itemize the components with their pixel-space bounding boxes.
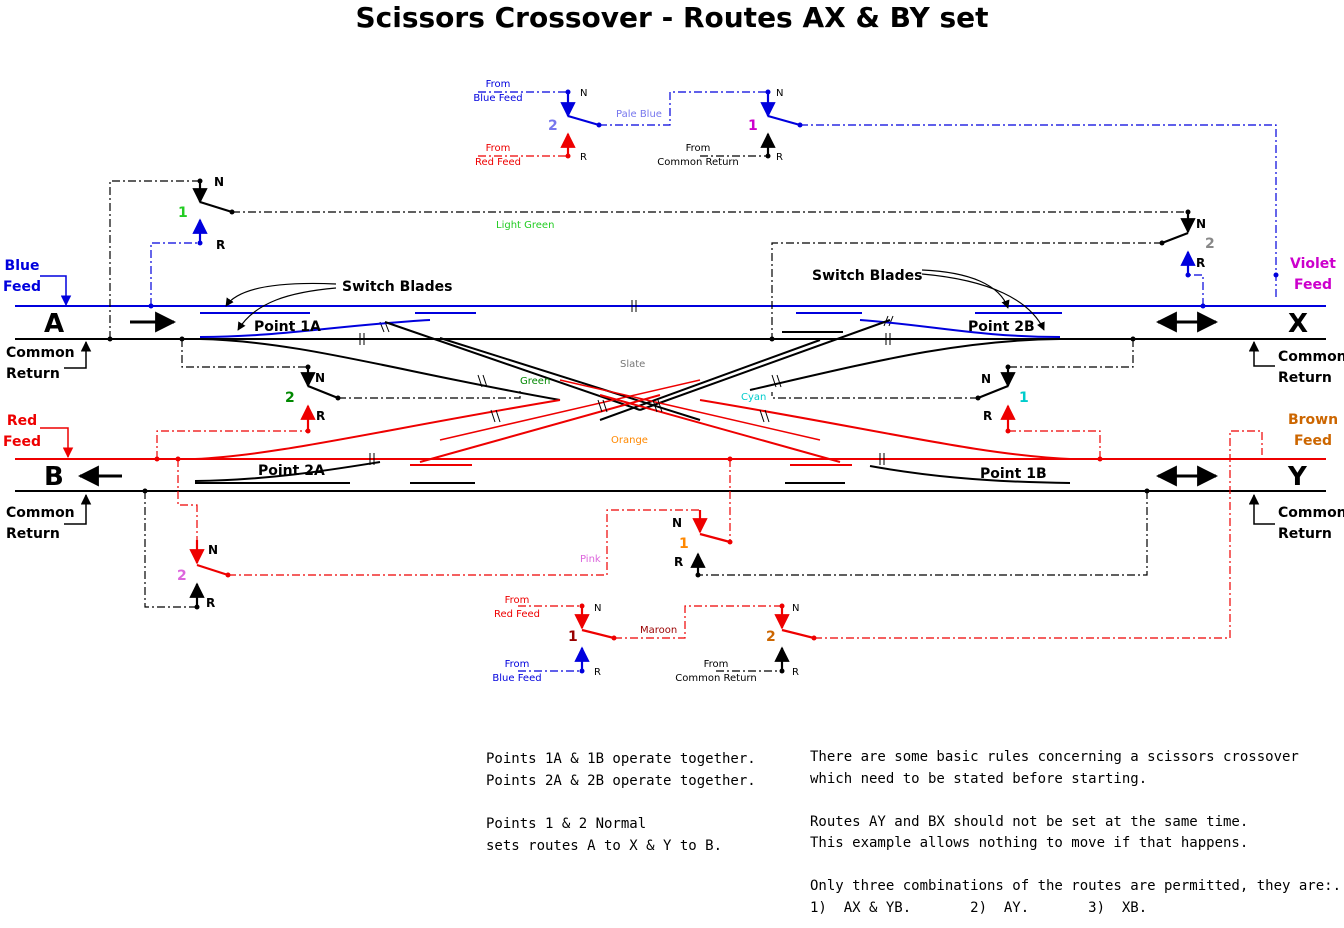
svg-text:From: From [486,143,511,154]
svg-text:2: 2 [766,629,776,645]
notes-right: There are some basic rules concerning a … [810,749,1341,916]
terminal-x: X [1288,309,1308,339]
maroon-label: Maroon [640,625,677,636]
svg-text:1: 1 [1019,390,1029,406]
direction-arrows [77,311,1219,487]
svg-text:R: R [983,409,992,423]
svg-text:R: R [1196,256,1205,270]
svg-text:N: N [792,603,799,614]
svg-text:R: R [792,667,799,678]
svg-text:1: 1 [568,629,578,645]
svg-text:1: 1 [178,205,188,221]
svg-text:N: N [594,603,601,614]
svg-text:Red Feed: Red Feed [475,157,521,168]
svg-text:From: From [505,595,530,606]
blue-feed-label-2: Feed [3,279,41,295]
junction-dots [107,89,1279,674]
svg-text:N: N [580,88,587,99]
switch-numbers: 2 1 1 2 2 1 2 1 1 2 [177,118,1215,645]
svg-text:N: N [208,543,218,557]
svg-text:From: From [486,79,511,90]
terminal-a: A [44,309,64,339]
red-feed-label-1: Red [7,413,37,429]
notes-left: Points 1A & 1B operate together. Points … [486,751,756,854]
svg-text:R: R [674,555,683,569]
violet-feed-label-2: Feed [1294,277,1332,293]
point-2a-label: Point 2A [258,463,325,479]
pale-blue-label: Pale Blue [616,109,662,120]
terminal-y: Y [1287,462,1308,492]
track-lines [15,300,1326,492]
svg-text:2: 2 [548,118,558,134]
relay-switches [189,92,1196,671]
svg-text:which need to be stated before: which need to be stated before starting. [810,771,1147,787]
svg-text:N: N [672,516,682,530]
svg-text:2: 2 [177,568,187,584]
svg-text:Return: Return [6,366,60,382]
point-1a-label: Point 1A [254,319,321,335]
svg-text:Blue Feed: Blue Feed [492,673,541,684]
svg-text:N: N [981,372,991,386]
svg-text:Common Return: Common Return [675,673,756,684]
svg-text:R: R [316,409,325,423]
svg-text:R: R [594,667,601,678]
svg-text:Red Feed: Red Feed [494,609,540,620]
svg-text:2: 2 [1205,236,1215,252]
wire-labels: Light Green Slate Green Cyan Orange Pink… [496,109,766,636]
svg-text:Common: Common [6,505,75,521]
svg-text:1: 1 [748,118,758,134]
brown-feed-label-1: Brown [1288,412,1338,428]
svg-text:sets routes A to X & Y to B.: sets routes A to X & Y to B. [486,838,722,854]
svg-text:This example allows nothing to: This example allows nothing to move if t… [810,835,1248,851]
svg-text:From: From [505,659,530,670]
svg-text:From: From [704,659,729,670]
switch-blades-label-right: Switch Blades [812,268,922,284]
svg-text:Return: Return [1278,526,1332,542]
pink-label: Pink [580,554,601,565]
svg-text:R: R [776,152,783,163]
svg-text:There are some basic rules con: There are some basic rules concerning a … [810,749,1299,765]
svg-text:Common: Common [1278,505,1344,521]
point-1b-label: Point 1B [980,466,1047,482]
cyan-label: Cyan [741,392,766,403]
svg-text:1) AX & YB. 2) AY.: 1) AX & YB. 2) AY. 3) XB. [810,900,1147,916]
from-labels: From Blue Feed From Red Feed From Common… [473,79,756,684]
brown-feed-label-2: Feed [1294,433,1332,449]
svg-text:N: N [1196,217,1206,231]
terminal-b: B [44,462,64,492]
svg-text:R: R [216,238,225,252]
svg-text:R: R [206,596,215,610]
svg-text:Points 1 & 2 Normal: Points 1 & 2 Normal [486,816,646,832]
svg-text:Blue Feed: Blue Feed [473,93,522,104]
svg-text:N: N [776,88,783,99]
svg-text:Points 1A & 1B operate togethe: Points 1A & 1B operate together. [486,751,756,767]
diagram-title: Scissors Crossover - Routes AX & BY set [355,1,988,34]
svg-text:Only three combinations of the: Only three combinations of the routes ar… [810,878,1341,894]
orange-label: Orange [611,435,648,446]
green-label: Green [520,376,550,387]
violet-feed-label-1: Violet [1290,256,1336,272]
point-2b-label: Point 2B [968,319,1035,335]
svg-text:Common Return: Common Return [657,157,738,168]
switch-blades-label-left: Switch Blades [342,279,452,295]
svg-text:R: R [580,152,587,163]
svg-text:Routes AY and BX should not be: Routes AY and BX should not be set at th… [810,814,1248,830]
slate-label: Slate [620,359,645,370]
svg-text:Common: Common [6,345,75,361]
svg-text:Points 2A & 2B operate togethe: Points 2A & 2B operate together. [486,773,756,789]
blue-feed-label-1: Blue [5,258,40,274]
svg-text:N: N [214,175,224,189]
common-return-labels: Common Return Common Return Common Retur… [6,340,1344,542]
light-green-label: Light Green [496,220,554,231]
nr-labels: N R N R N R N R N R N R N R N R N R N R [206,88,1206,678]
svg-text:Return: Return [1278,370,1332,386]
svg-text:2: 2 [285,390,295,406]
svg-text:N: N [315,371,325,385]
svg-text:Common: Common [1278,349,1344,365]
red-feed-label-2: Feed [3,434,41,450]
svg-text:From: From [686,143,711,154]
svg-text:Return: Return [6,526,60,542]
svg-text:1: 1 [679,536,689,552]
